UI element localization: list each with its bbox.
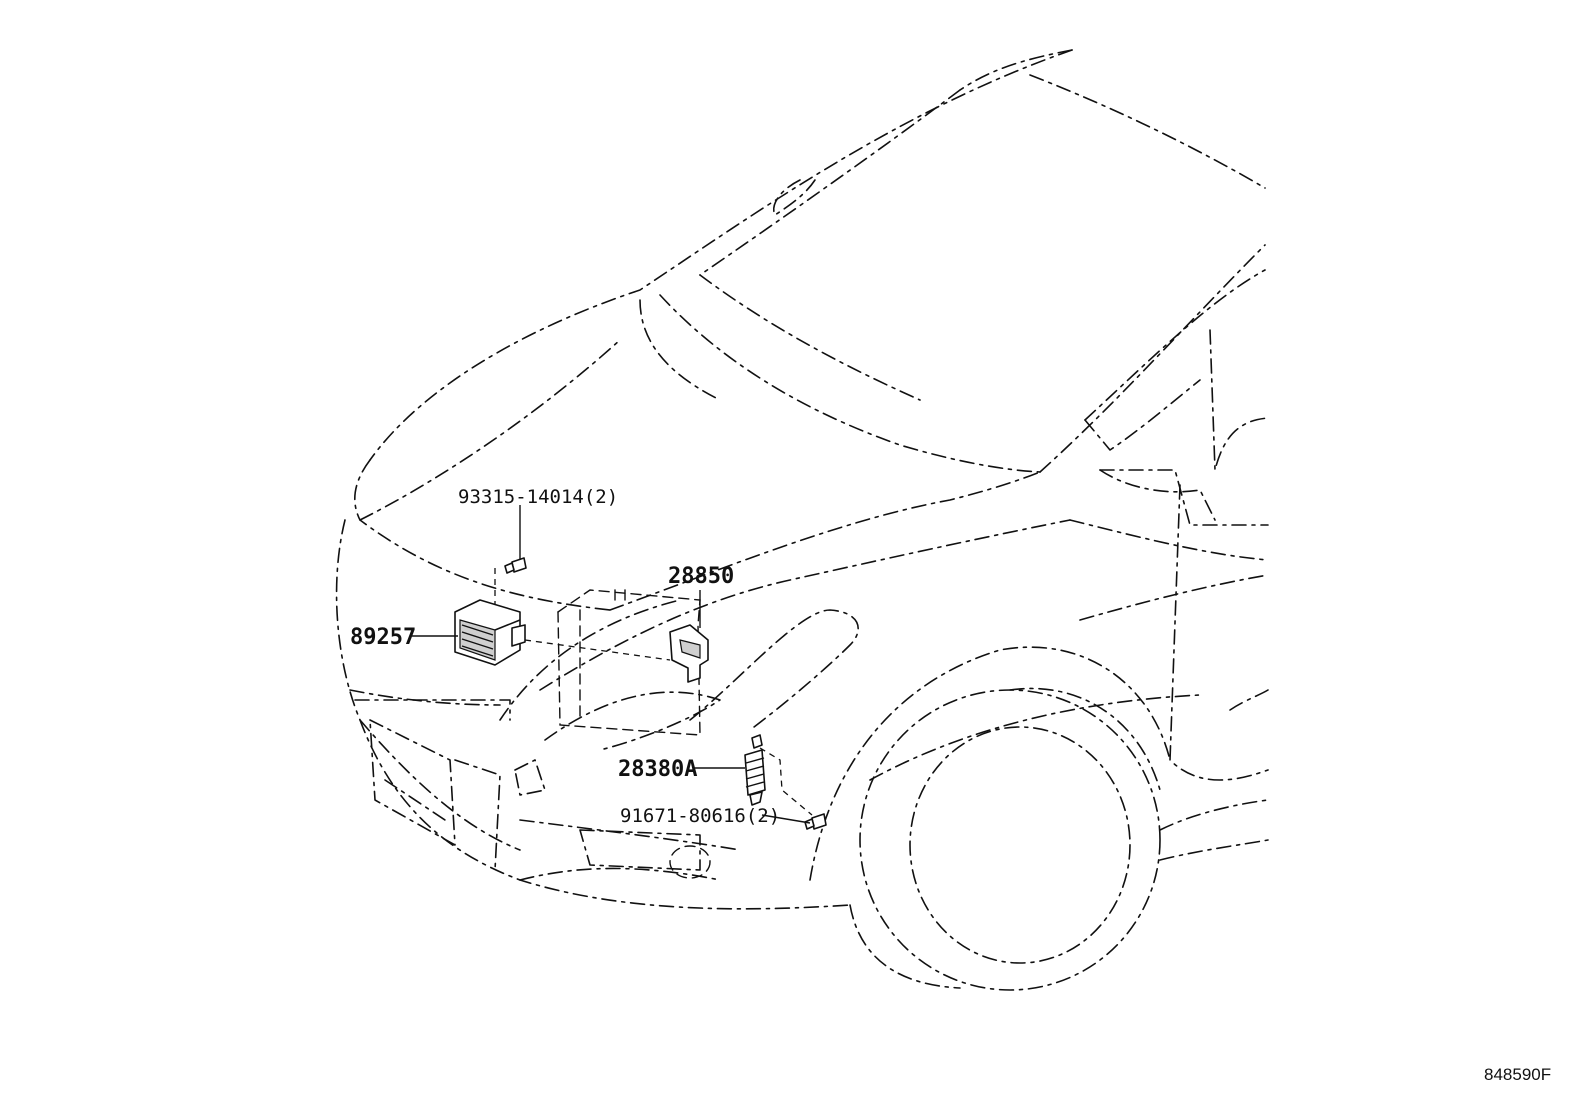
label-relay: 28380A [618,757,697,782]
label-bolt-top: 93315-14014(2) [458,486,618,508]
label-unit-left: 89257 [350,625,416,650]
figure-id: 848590F [1484,1065,1551,1084]
leader-lines [412,505,813,824]
bolt-bottom [804,813,827,830]
label-bolt-bottom: 91671-80616(2) [620,805,780,827]
bolt-top [504,557,527,574]
label-sensor: 28850 [668,564,734,589]
car-outline [335,49,1269,991]
ecu-module-89257 [454,599,526,666]
sensor-28850 [669,624,709,683]
relay-28380A [744,734,766,806]
battery-outline [557,589,701,736]
